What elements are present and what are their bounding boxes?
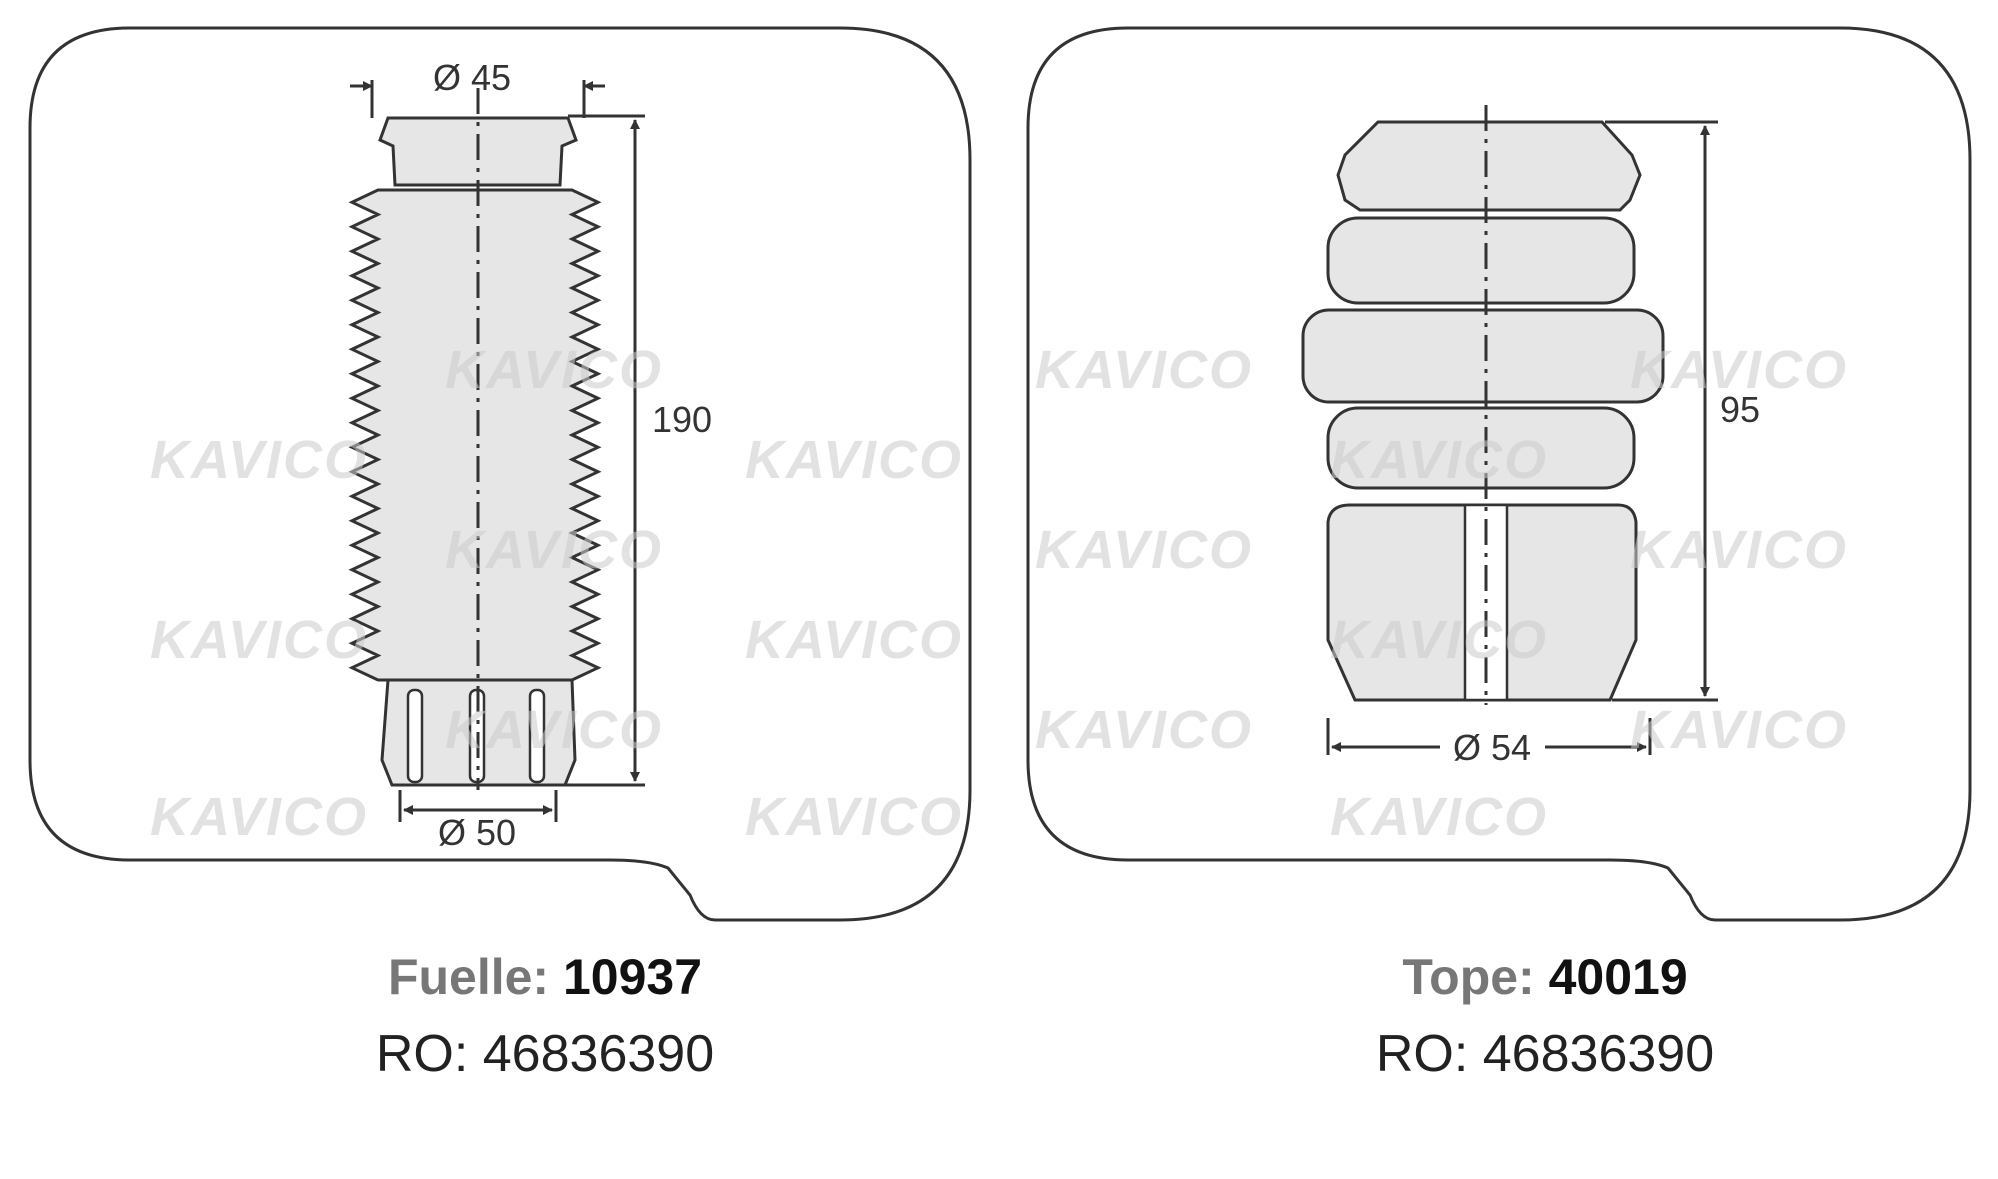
bump-stop-ro-label: RO: (1375, 1025, 1469, 1083)
bellows-bottom-diameter-dimension (398, 790, 558, 822)
bump-stop-diameter-label: Ø 54 (1453, 727, 1531, 768)
bump-stop-part-number: 40019 (1548, 949, 1688, 1005)
bump-stop-segment-3 (1301, 308, 1665, 404)
watermark-layer: KAVICO KAVICO KAVICO KAVICO KAVICO KAVIC… (150, 340, 1848, 847)
bump-stop-drawing (1301, 105, 1665, 705)
watermark-logo: KAVICO (150, 787, 368, 847)
bellows-kind-label: Fuelle: (387, 949, 550, 1005)
bellows-height-dimension (565, 114, 645, 787)
bellows-top-diameter-label: Ø 45 (433, 57, 511, 98)
bellows-caption: Fuelle: 10937 RO: 46836390 (230, 948, 860, 1084)
bump-stop-caption: Tope: 40019 RO: 46836390 (1230, 948, 1860, 1084)
watermark-logo: KAVICO (150, 610, 368, 670)
watermark-logo: KAVICO (1630, 520, 1848, 580)
bellows-drawing (348, 88, 602, 790)
watermark-logo: KAVICO (445, 520, 663, 580)
bump-stop-ro-line: RO: 46836390 (1230, 1024, 1860, 1084)
bump-stop-segment-4 (1326, 406, 1636, 490)
watermark-logo: KAVICO (1630, 340, 1848, 400)
bump-stop-ro-number: 46836390 (1482, 1025, 1715, 1083)
bump-stop-height-dimension (1605, 120, 1718, 702)
watermark-logo: KAVICO (1330, 787, 1548, 847)
watermark-logo: KAVICO (1035, 340, 1253, 400)
bump-stop-segment-2 (1326, 216, 1636, 305)
bellows-part-number: 10937 (563, 949, 703, 1005)
bump-stop-segment-top (1336, 120, 1642, 212)
watermark-logo: KAVICO (745, 610, 963, 670)
watermark-logo: KAVICO (745, 430, 963, 490)
bump-stop-part-line: Tope: 40019 (1230, 948, 1860, 1006)
bellows-top-diameter-dimension (350, 80, 605, 118)
watermark-logo: KAVICO (1630, 700, 1848, 760)
watermark-logo: KAVICO (150, 430, 368, 490)
bump-stop-height-label: 95 (1720, 389, 1760, 430)
bellows-ro-line: RO: 46836390 (230, 1024, 860, 1084)
watermark-logo: KAVICO (745, 787, 963, 847)
bellows-part-line: Fuelle: 10937 (230, 948, 860, 1006)
bellows-bottom-diameter-label: Ø 50 (438, 812, 516, 853)
watermark-logo: KAVICO (1035, 520, 1253, 580)
bellows-height-label: 190 (652, 399, 712, 440)
bellows-ro-number: 46836390 (482, 1025, 715, 1083)
watermark-logo: KAVICO (445, 340, 663, 400)
watermark-logo: KAVICO (1330, 610, 1548, 670)
watermark-logo: KAVICO (1035, 700, 1253, 760)
right-frame (1026, 26, 1972, 922)
watermark-logo: KAVICO (445, 700, 663, 760)
bump-stop-kind-label: Tope: (1402, 949, 1535, 1005)
watermark-logo: KAVICO (1330, 430, 1548, 490)
bump-stop-diameter-dimension (1326, 718, 1652, 755)
bellows-ro-label: RO: (375, 1025, 469, 1083)
bellows-body (348, 188, 602, 682)
left-frame (28, 26, 972, 922)
